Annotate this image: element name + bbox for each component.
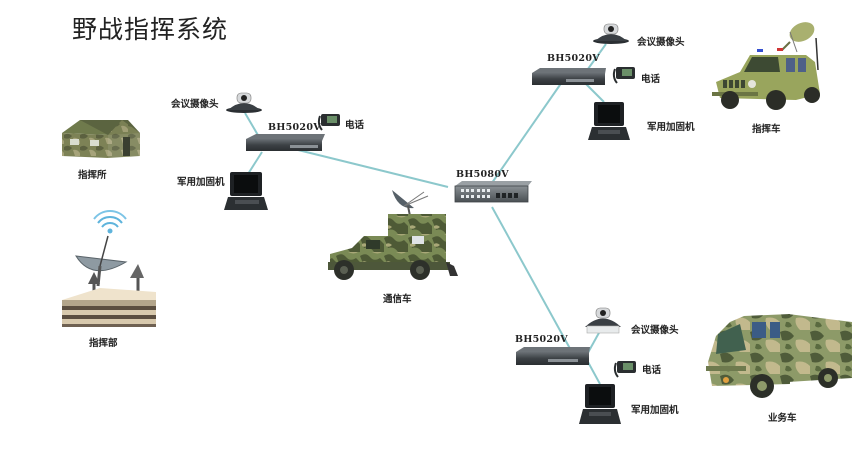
conference-camera-icon bbox=[226, 92, 262, 113]
phone-icon bbox=[613, 361, 636, 378]
bh5080v-rack-switch-icon bbox=[454, 181, 532, 203]
left-camera-label: 会议摄像头 bbox=[171, 99, 219, 110]
bottom-right-terminal bbox=[516, 307, 636, 424]
top-right-device-model-label: BH5020V bbox=[547, 53, 600, 64]
top-right-terminal bbox=[532, 23, 635, 140]
left-terminal bbox=[224, 92, 340, 210]
left-phone-label: 电话 bbox=[345, 120, 365, 131]
page-title: 野战指挥系统 bbox=[72, 15, 229, 44]
bottom-right-camera-label: 会议摄像头 bbox=[631, 325, 679, 336]
satellite-building-icon bbox=[62, 210, 156, 327]
bh5020v-device-icon bbox=[532, 68, 606, 85]
bh5020v-device-icon bbox=[516, 347, 590, 365]
top-right-phone-label: 电话 bbox=[641, 74, 661, 85]
rugged-laptop-icon bbox=[224, 172, 268, 210]
rugged-laptop-icon bbox=[579, 384, 621, 424]
hub-model-label: BH5080V bbox=[456, 169, 509, 180]
link-left-terminal-to-hub bbox=[289, 147, 449, 188]
link-bottom-right-terminal-to-hub bbox=[491, 206, 574, 355]
bh5020v-device-icon bbox=[246, 134, 325, 151]
phone-icon bbox=[612, 67, 635, 84]
bottom-right-device-model-label: BH5020V bbox=[515, 334, 568, 345]
jeep-icon bbox=[712, 22, 820, 110]
conference-camera-icon bbox=[585, 307, 621, 334]
comm-vehicle-label: 通信车 bbox=[383, 294, 412, 305]
top-right-laptop-label: 军用加固机 bbox=[647, 122, 695, 133]
headquarters-label: 指挥部 bbox=[89, 338, 118, 349]
left-device-model-label: BH5020V bbox=[268, 122, 321, 133]
service-vehicle-label: 业务车 bbox=[768, 413, 797, 424]
command-post-label: 指挥所 bbox=[78, 170, 107, 181]
rugged-laptop-icon bbox=[588, 102, 630, 140]
left-laptop-label: 军用加固机 bbox=[177, 177, 225, 188]
tent-icon bbox=[62, 120, 140, 158]
link-top-right-terminal-to-hub bbox=[486, 81, 563, 191]
comm-truck-icon bbox=[328, 190, 458, 280]
bottom-right-phone-label: 电话 bbox=[642, 365, 662, 376]
conference-camera-icon bbox=[593, 23, 629, 44]
bottom-right-laptop-label: 军用加固机 bbox=[631, 405, 679, 416]
truck-icon bbox=[706, 314, 852, 398]
phone-icon bbox=[317, 114, 340, 131]
top-right-camera-label: 会议摄像头 bbox=[637, 37, 685, 48]
link-lines bbox=[244, 43, 607, 385]
command-vehicle-label: 指挥车 bbox=[752, 124, 781, 135]
